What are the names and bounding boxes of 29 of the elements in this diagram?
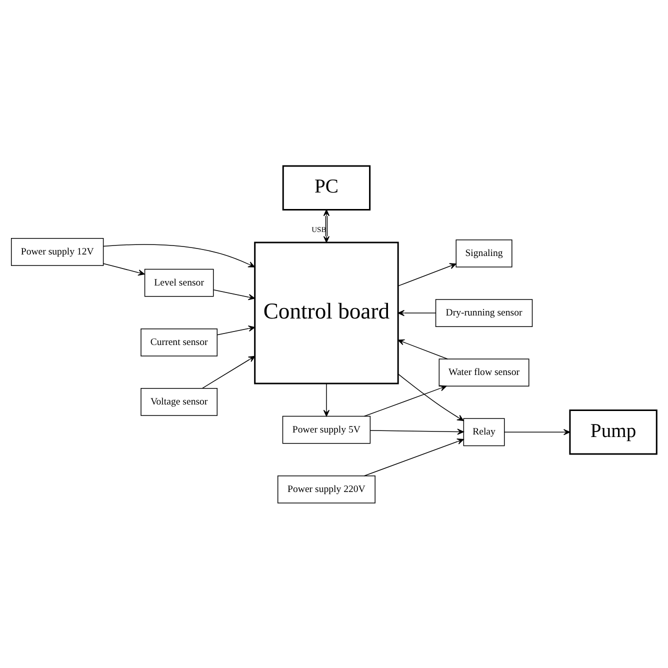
- node-box: Dry-running sensor: [435, 298, 533, 326]
- arrow: [323, 208, 330, 242]
- node-box: Relay: [463, 418, 505, 446]
- node-box: Power supply 220V: [277, 474, 376, 503]
- arrow: [213, 288, 256, 300]
- arrow: [398, 338, 448, 359]
- arrow: [504, 428, 570, 435]
- edge-label: USB: [312, 224, 326, 234]
- node-box: Power supply 12V: [10, 238, 104, 266]
- node-box: PC: [282, 164, 371, 210]
- node-box: Current sensor: [140, 328, 218, 356]
- node-box: Water flow sensor: [438, 358, 530, 386]
- node-box: Control board: [254, 241, 399, 384]
- arrow: [202, 355, 256, 388]
- node-box: Level sensor: [144, 268, 214, 296]
- arrow: [398, 309, 436, 316]
- arrow: [323, 382, 330, 416]
- node-box: Power supply 5V: [282, 415, 371, 444]
- arrow: [103, 244, 255, 267]
- node-box: Voltage sensor: [140, 388, 218, 416]
- arrow: [216, 324, 256, 335]
- arrow: [364, 384, 447, 416]
- arrow: [398, 262, 456, 286]
- node-box: Pump: [569, 409, 658, 454]
- node-box: Signaling: [456, 239, 512, 267]
- arrow: [364, 438, 464, 476]
- arrow: [103, 262, 145, 276]
- arrow: [398, 373, 464, 421]
- arrow: [370, 428, 464, 434]
